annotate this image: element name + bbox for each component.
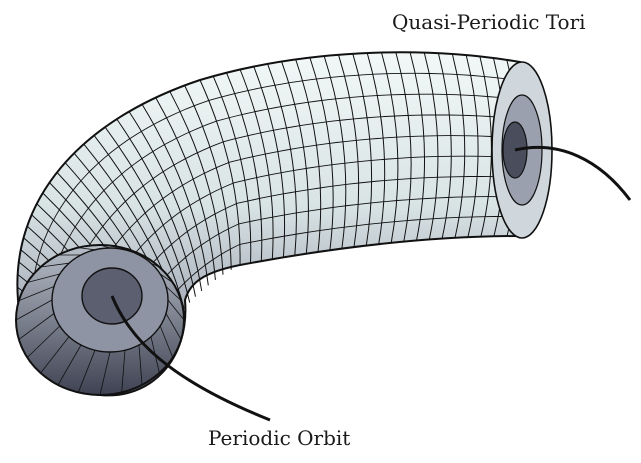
cap-radial-line bbox=[167, 299, 185, 321]
ring-line bbox=[323, 55, 347, 249]
ring-line bbox=[199, 79, 241, 266]
ring-line bbox=[395, 52, 412, 242]
periodic-orbit-label: Periodic Orbit bbox=[208, 426, 351, 450]
longitude-line bbox=[30, 72, 525, 311]
ring-line bbox=[169, 91, 224, 275]
ring-line bbox=[184, 85, 232, 270]
cap-radial-line bbox=[159, 273, 173, 283]
ring-line bbox=[155, 97, 216, 280]
ring-line bbox=[93, 135, 185, 309]
ring-line bbox=[281, 61, 309, 254]
ring-line bbox=[128, 111, 203, 291]
ring-line bbox=[226, 72, 263, 262]
cap-radial-line bbox=[27, 325, 61, 358]
ring-line bbox=[437, 53, 452, 239]
periodic-orbit-line bbox=[110, 295, 271, 422]
cap-radial-line bbox=[138, 344, 143, 386]
cap-radial-line bbox=[165, 286, 182, 301]
ring-line bbox=[338, 54, 360, 248]
quasi-periodic-line bbox=[514, 145, 632, 201]
cap-radial-line bbox=[40, 262, 70, 268]
ring-line bbox=[465, 54, 479, 238]
ring-line bbox=[309, 57, 334, 251]
cap-radial-line bbox=[77, 350, 96, 393]
cap-radial-line bbox=[78, 247, 96, 251]
cap-radial-line bbox=[99, 351, 111, 396]
ring-line bbox=[239, 69, 274, 260]
ring-line bbox=[409, 52, 426, 241]
cap-radial-line bbox=[15, 299, 53, 321]
cap-radial-line bbox=[121, 247, 126, 251]
cap-radial-line bbox=[99, 244, 111, 249]
ring-line bbox=[212, 76, 252, 264]
ring-line bbox=[253, 66, 286, 258]
cap-radial-line bbox=[18, 313, 55, 340]
ring-line bbox=[267, 63, 297, 256]
cap-radial-line bbox=[165, 313, 182, 340]
ring-line bbox=[366, 52, 386, 245]
ring-line bbox=[423, 52, 439, 240]
cap-radial-line bbox=[40, 336, 70, 374]
ring-line bbox=[352, 53, 373, 246]
quasi-periodic-tori-label: Quasi-Periodic Tori bbox=[392, 10, 586, 34]
ring-line bbox=[141, 104, 209, 286]
ring-line bbox=[381, 52, 399, 243]
ring-line bbox=[104, 126, 191, 303]
orbit-lines bbox=[110, 145, 632, 422]
cap-radial-line bbox=[150, 262, 160, 268]
cap-radial-line bbox=[18, 286, 55, 301]
cap-radial-line bbox=[159, 325, 174, 358]
ring-line bbox=[451, 53, 466, 239]
longitude-line bbox=[43, 93, 528, 322]
cap-radial-line bbox=[121, 350, 126, 393]
cap-radial-line bbox=[27, 273, 60, 283]
cap-radial-line bbox=[57, 344, 82, 386]
ring-line bbox=[116, 118, 196, 297]
ring-line bbox=[295, 59, 322, 252]
